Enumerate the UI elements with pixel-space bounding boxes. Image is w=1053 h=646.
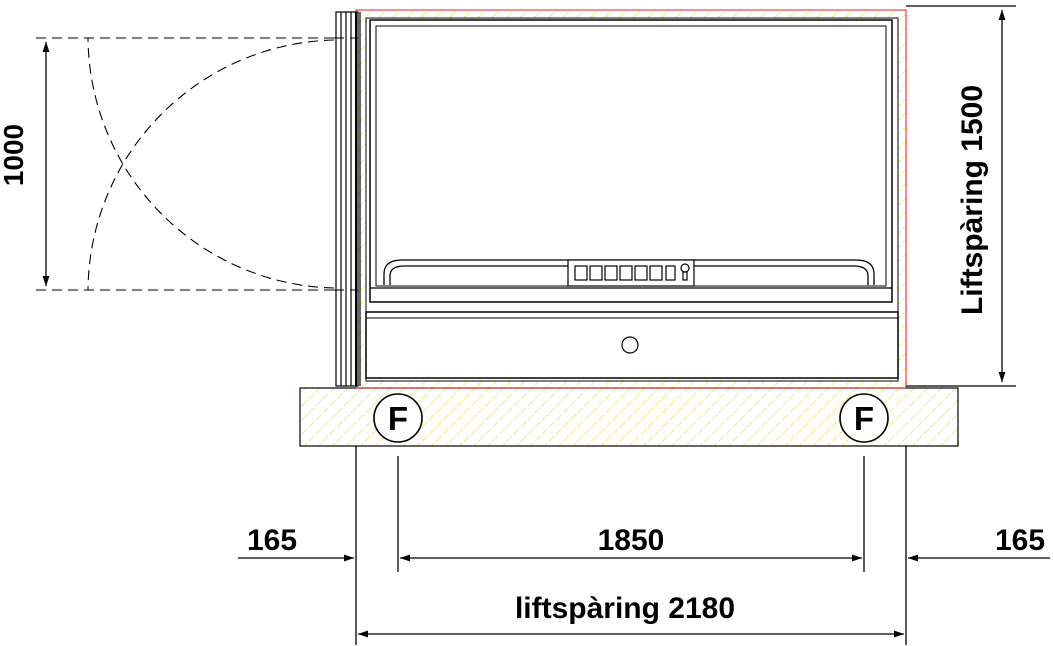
svg-text:F: F xyxy=(854,400,874,437)
dimension-rail-spacing: 1850 xyxy=(598,524,665,557)
door-panels xyxy=(335,11,361,387)
rail-marker-left: F xyxy=(373,393,423,443)
shaft-wall xyxy=(355,9,907,389)
svg-text:Liftspàring 1500: Liftspàring 1500 xyxy=(956,85,989,315)
control-panel xyxy=(567,259,695,287)
extension-lines xyxy=(355,446,907,645)
dimension-door-width: 1000 xyxy=(0,42,50,286)
door-swing xyxy=(36,37,358,291)
panel-indicator xyxy=(621,336,639,354)
rail-marker-right: F xyxy=(839,393,889,443)
dimension-shaft-width-label: liftspàring 2180 xyxy=(515,592,735,625)
dimension-left-clearance: 165 xyxy=(247,524,297,557)
svg-text:1000: 1000 xyxy=(0,124,29,186)
svg-text:F: F xyxy=(388,400,408,437)
dimension-shaft-depth: Liftspàring 1500 xyxy=(906,5,1016,387)
dimension-right-clearance: 165 xyxy=(995,524,1045,557)
